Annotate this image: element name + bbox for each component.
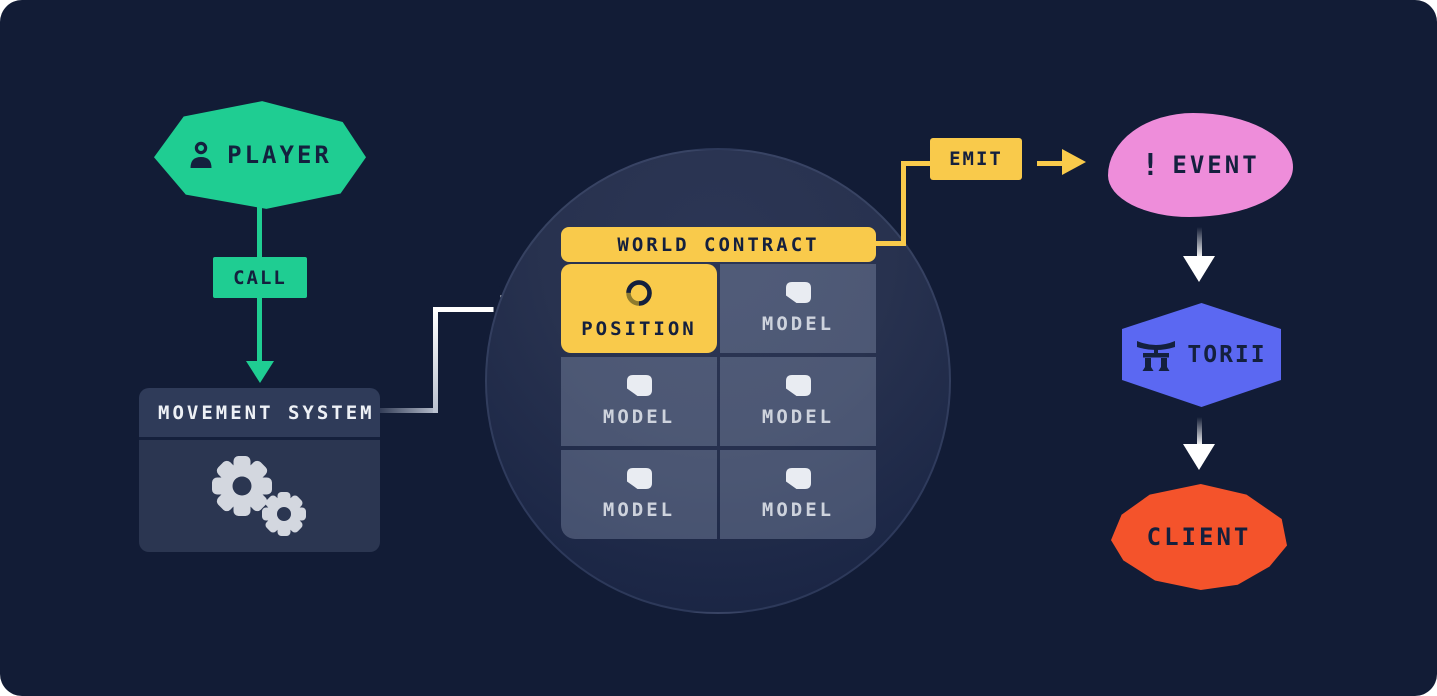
position-label: POSITION: [581, 317, 697, 340]
world-circle: [485, 148, 951, 614]
call-label: CALL: [233, 266, 287, 289]
emit-arrow-head: [1062, 149, 1086, 175]
model-cell: MODEL: [720, 450, 876, 539]
gears-icon: [204, 450, 316, 542]
model-label: MODEL: [602, 499, 676, 521]
position-cell: POSITION: [561, 264, 717, 353]
torii-to-client-arrow-head: [1183, 444, 1215, 470]
movement-to-world-arrow-segment: [433, 307, 503, 312]
world-contract-header: WORLD CONTRACT: [561, 227, 876, 262]
model-icon: [626, 468, 652, 489]
movement-to-world-arrow-segment: [433, 309, 438, 413]
player-label: PLAYER: [227, 141, 332, 169]
movement-system-body: [139, 440, 380, 552]
event-label: EVENT: [1172, 151, 1260, 179]
model-cell: MODEL: [720, 357, 876, 446]
model-label: MODEL: [602, 406, 676, 428]
model-label: MODEL: [761, 313, 835, 335]
model-icon: [785, 375, 811, 396]
event-to-torii-arrow-stem: [1197, 227, 1202, 258]
call-arrow-head: [246, 361, 274, 383]
emit-arrow-stem: [1037, 161, 1062, 166]
event-to-torii-arrow-head: [1183, 256, 1215, 282]
spinner-icon: [624, 278, 654, 308]
torii-label: TORII: [1187, 342, 1267, 368]
world-contract-grid: POSITION MODEL MODEL MODEL MODEL: [561, 264, 876, 539]
world-to-emit-connector-segment: [901, 161, 930, 166]
movement-system-panel: MOVEMENT SYSTEM: [139, 388, 380, 552]
world-to-emit-connector-segment: [874, 241, 906, 246]
torii-node: TORII: [1122, 303, 1281, 407]
model-label: MODEL: [761, 499, 835, 521]
emit-badge: EMIT: [930, 138, 1022, 180]
model-cell: MODEL: [561, 357, 717, 446]
torii-to-client-arrow-stem: [1197, 417, 1202, 446]
world-to-emit-connector-segment: [901, 161, 906, 246]
player-node: PLAYER: [154, 101, 366, 209]
emit-label: EMIT: [949, 148, 1003, 170]
world-contract-title: WORLD CONTRACT: [617, 233, 820, 256]
movement-to-world-arrow-segment: [380, 408, 438, 413]
movement-system-header: MOVEMENT SYSTEM: [139, 388, 380, 440]
client-label: CLIENT: [1146, 523, 1252, 551]
player-to-call-line: [257, 207, 262, 259]
call-arrow-stem: [257, 298, 262, 362]
event-node: ! EVENT: [1108, 113, 1293, 217]
call-badge: CALL: [213, 257, 307, 298]
exclamation-icon: !: [1141, 147, 1160, 183]
model-icon: [785, 468, 811, 489]
person-icon: [188, 141, 214, 169]
torii-icon: [1136, 338, 1176, 372]
client-node: CLIENT: [1111, 484, 1287, 590]
model-label: MODEL: [761, 406, 835, 428]
model-cell: MODEL: [561, 450, 717, 539]
model-icon: [626, 375, 652, 396]
model-cell: MODEL: [720, 264, 876, 353]
movement-system-title: MOVEMENT SYSTEM: [158, 401, 375, 424]
model-icon: [785, 282, 811, 303]
